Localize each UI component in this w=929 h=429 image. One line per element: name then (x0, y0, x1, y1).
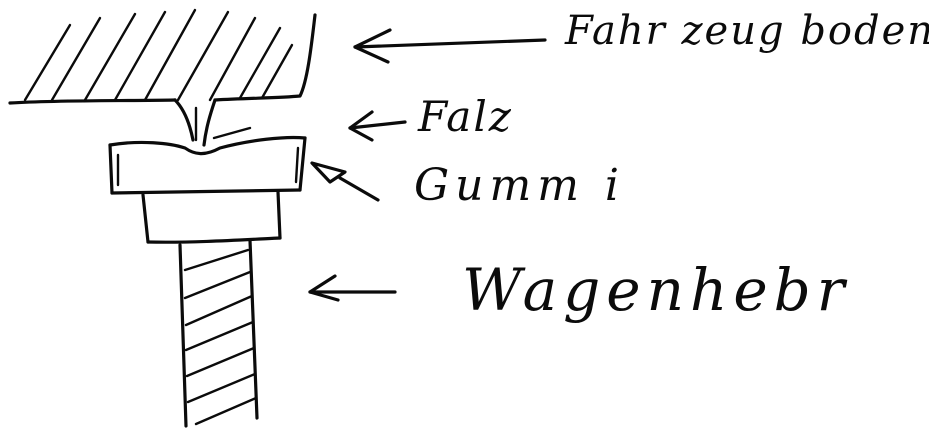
jack-screw (178, 238, 259, 428)
vehicle-floor-drawing (8, 8, 317, 105)
rubber-pad (108, 135, 307, 195)
arrow-to-jack (308, 274, 397, 302)
jack-label: Wagenhebr (462, 256, 851, 324)
arrow-to-rubber (310, 161, 380, 202)
vehicle-floor-label: Fahr zeug boden (565, 8, 929, 54)
jack-saddle (141, 190, 282, 244)
arrow-to-seam (348, 110, 407, 142)
pinch-weld-seam (173, 98, 252, 147)
arrow-to-vehicle-floor (353, 28, 547, 64)
rubber-label: Gumm i (414, 160, 625, 211)
seam-label: Falz (418, 92, 513, 141)
